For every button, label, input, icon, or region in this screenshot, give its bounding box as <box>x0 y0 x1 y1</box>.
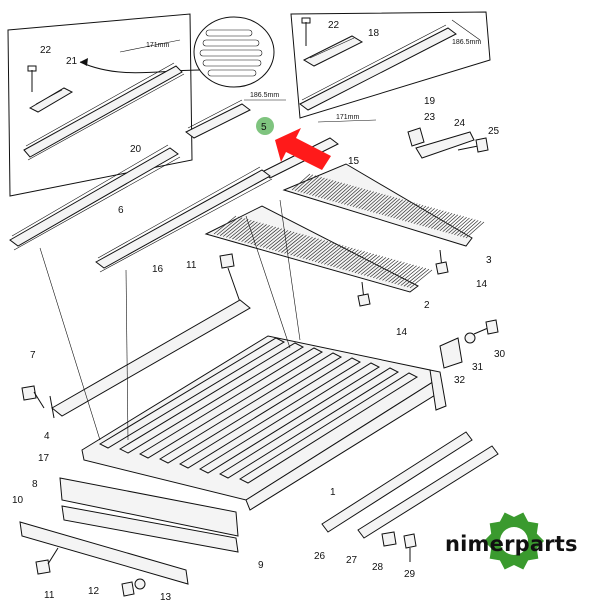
callout-14-upper: 14 <box>476 279 488 290</box>
callout-24: 24 <box>454 118 466 129</box>
callout-21: 21 <box>66 56 78 67</box>
detail-box-left <box>7 13 193 197</box>
part-6-rail <box>9 147 179 247</box>
dim-line-171-left <box>119 39 181 53</box>
part-19-rail <box>299 27 457 111</box>
part-21-plate <box>28 87 74 113</box>
highlight-marker-label: 5 <box>261 122 267 133</box>
callout-23: 23 <box>424 112 436 123</box>
callout-13: 13 <box>160 592 172 600</box>
part-4-pin <box>49 395 55 419</box>
callout-19: 19 <box>424 96 436 107</box>
bolt-14-upper <box>435 249 449 275</box>
logo-text: nimerparts <box>445 532 578 556</box>
part-28-nut <box>381 531 397 547</box>
part-7-bolt <box>21 385 45 409</box>
dim-186-right: 186.5mm <box>452 39 481 46</box>
callout-8: 8 <box>32 479 38 490</box>
perforated-detail-disc <box>193 16 275 88</box>
callout-12: 12 <box>88 586 100 597</box>
callout-14-lower: 14 <box>396 327 408 338</box>
callout-25: 25 <box>488 126 500 137</box>
part-24-bracket <box>415 131 475 159</box>
callout-29: 29 <box>404 569 416 580</box>
part-25-bolt <box>457 137 489 153</box>
dim-line-171-mid <box>317 119 377 123</box>
callout-22-right: 22 <box>328 20 340 31</box>
callout-17: 17 <box>38 453 50 464</box>
callout-18: 18 <box>368 28 380 39</box>
callout-32: 32 <box>454 375 466 386</box>
callout-3: 3 <box>486 255 492 266</box>
part-32-bracket <box>439 337 463 369</box>
part-26-rail <box>321 431 473 533</box>
callout-11-upper: 11 <box>186 260 197 271</box>
part-11-bolt-lower <box>35 547 59 575</box>
part-10-rail <box>19 521 189 585</box>
callout-15: 15 <box>348 156 360 167</box>
callout-9: 9 <box>258 560 264 571</box>
part-23-nut <box>407 127 425 147</box>
part-27-rail <box>357 445 499 539</box>
part-5-rail <box>185 103 251 139</box>
dim-line-186-right <box>451 19 481 41</box>
part-18-plate <box>302 35 364 67</box>
callout-26: 26 <box>314 551 326 562</box>
callout-16: 16 <box>152 264 164 275</box>
callout-20: 20 <box>130 144 142 155</box>
bolt-14-lower <box>357 281 371 307</box>
bolt-11-upper <box>219 253 241 303</box>
part-8-panel <box>59 477 239 537</box>
callout-22-left: 22 <box>40 45 52 56</box>
part-9-panel <box>61 505 239 553</box>
part-12-bolt <box>121 581 135 597</box>
callout-11-lower: 11 <box>44 590 55 600</box>
dim-171-mid: 171mm <box>336 114 360 121</box>
highlight-marker <box>256 117 274 135</box>
part-3-comb-teeth <box>291 173 485 239</box>
callout-4: 4 <box>44 431 50 442</box>
callout-6: 6 <box>118 205 124 216</box>
perforation-slots <box>199 29 263 77</box>
part-31-washer <box>464 332 476 344</box>
part-13-washer <box>134 578 146 590</box>
callout-30: 30 <box>494 349 506 360</box>
callout-7: 7 <box>30 350 36 361</box>
detail-box-right <box>290 11 491 119</box>
callout-28: 28 <box>372 562 384 573</box>
callout-27: 27 <box>346 555 358 566</box>
dim-186-mid: 186.5mm <box>250 92 279 99</box>
callout-31: 31 <box>472 362 484 373</box>
part-16-rail <box>95 169 271 269</box>
callout-1: 1 <box>330 487 336 498</box>
detail-pointer-arrowhead <box>80 58 88 66</box>
callout-2: 2 <box>424 300 430 311</box>
part-2-comb-teeth <box>213 215 433 289</box>
frame-left-rail <box>51 299 251 417</box>
detail-pointer-curve <box>79 61 201 74</box>
callout-labels: 1 2 3 4 6 7 8 9 10 11 11 12 13 14 14 15 … <box>12 20 506 600</box>
part-20-rail <box>23 65 183 158</box>
frame-right-end <box>429 369 447 411</box>
nimerparts-logo: nimerparts <box>445 512 578 570</box>
part-29-bolt <box>403 533 417 562</box>
part-30-bolt <box>473 319 499 335</box>
dim-171-left: 171mm <box>146 42 170 49</box>
frame-slats <box>98 337 419 484</box>
callout-10: 10 <box>12 495 24 506</box>
red-pointer-arrow <box>275 128 331 170</box>
